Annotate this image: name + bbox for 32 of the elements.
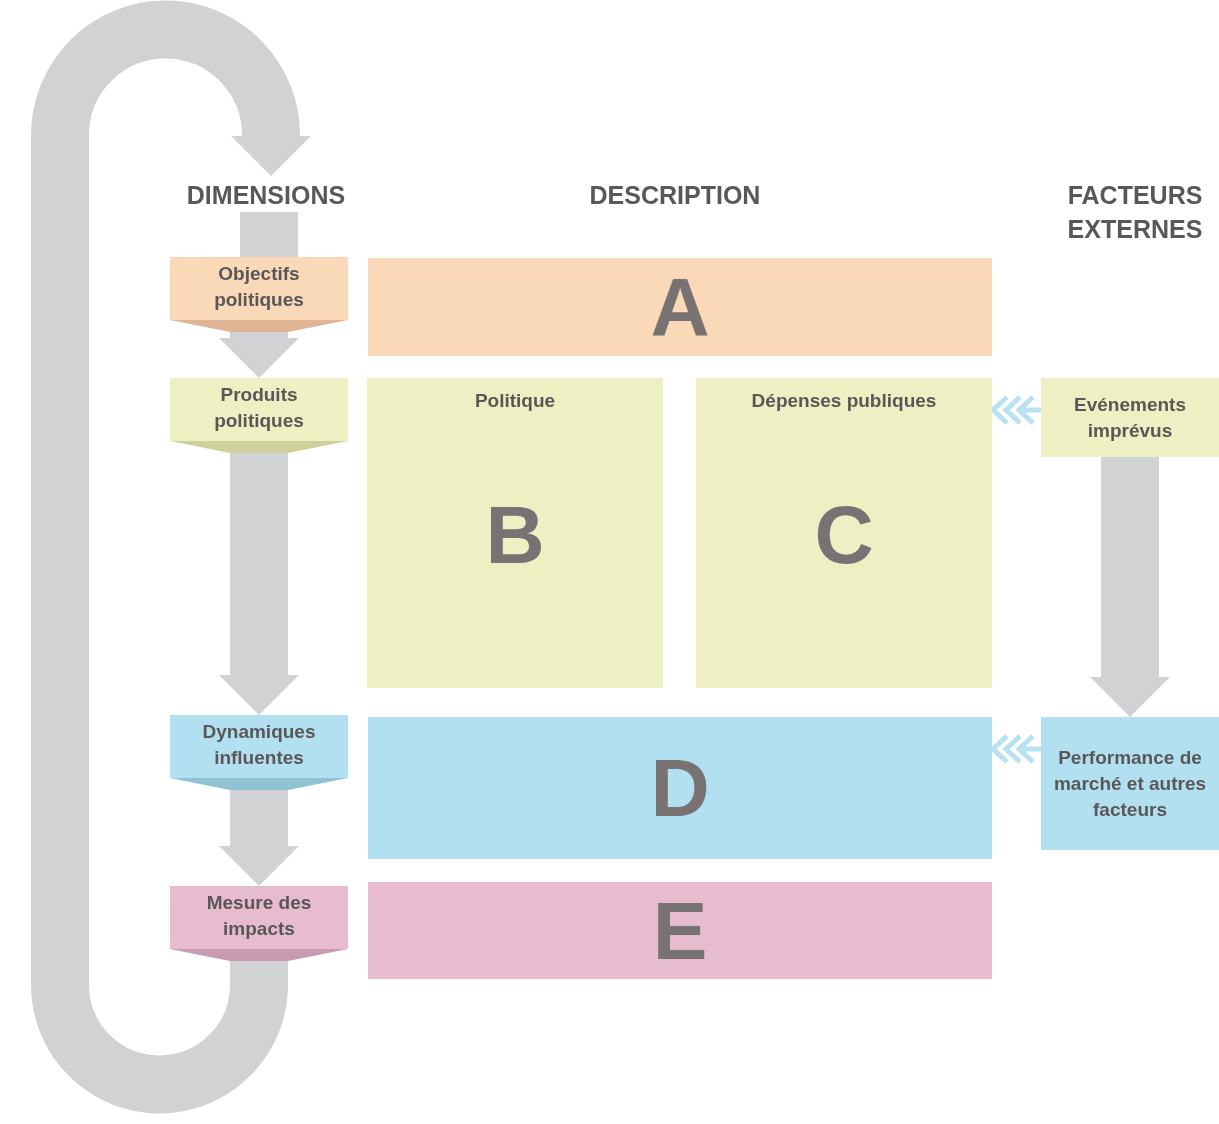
section-letter: C (814, 490, 874, 580)
description-panel (696, 378, 992, 688)
dimension-box (170, 715, 348, 790)
section-letter: B (485, 490, 545, 580)
panel-heading: Dépenses publiques (751, 389, 937, 413)
section-letter: D (650, 743, 710, 833)
factor-box (1041, 378, 1219, 457)
box-label: Objectifs politiques (213, 262, 305, 312)
section-letter: E (652, 885, 708, 976)
box-label: Evénements imprévus (1073, 392, 1187, 443)
dimension-box (170, 886, 348, 961)
loop-arrow (31, 0, 311, 1114)
box-label: Performance de marché et autres facteurs (1052, 745, 1208, 822)
column-heading: DIMENSIONS (185, 178, 347, 212)
box-label: Dynamiques influentes (201, 720, 317, 770)
flow-arrow (219, 790, 299, 886)
description-panel (368, 717, 992, 859)
box-label: Produits politiques (213, 383, 305, 433)
flow-arrow (219, 332, 299, 378)
description-panel (367, 378, 663, 688)
description-panel (368, 258, 992, 356)
factor-box (1041, 717, 1219, 850)
column-heading: FACTEURS EXTERNES (1066, 180, 1204, 245)
description-panel (368, 882, 992, 979)
dimension-box (170, 257, 348, 332)
flow-arrow (219, 453, 299, 715)
section-letter: A (650, 262, 710, 352)
panel-heading: Politique (474, 389, 556, 413)
flow-arrow (1090, 457, 1170, 717)
box-label: Mesure des impacts (205, 891, 313, 941)
column-heading: DESCRIPTION (588, 180, 762, 211)
dimension-box (170, 378, 348, 453)
